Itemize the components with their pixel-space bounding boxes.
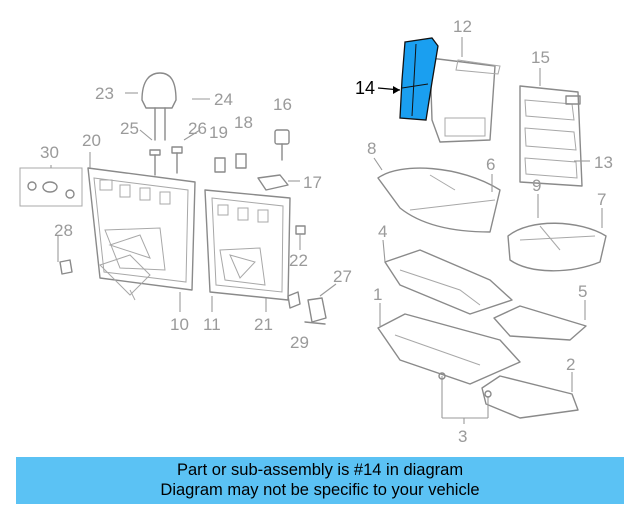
callout-7: 7: [597, 190, 606, 209]
seat-frame-5-part: [493, 305, 587, 341]
callout-11: 11: [203, 315, 221, 334]
fastener-set-30-part: [19, 167, 83, 207]
clip-19-part: [214, 157, 226, 173]
bolt-25-part: [149, 149, 161, 176]
callout-21: 21: [254, 315, 273, 334]
parts-diagram: 1 2 3 4 5 6 7 8 9 10 11 12 13 14 15 16 1…: [19, 17, 613, 446]
seatback-frame-right-part: [204, 189, 291, 301]
callout-10: 10: [170, 315, 189, 334]
bracket-17-part: [257, 174, 289, 191]
callout-13: 13: [594, 153, 613, 172]
callout-30: 30: [40, 143, 59, 162]
callout-27: 27: [333, 267, 352, 286]
seat-frame-1-part: [377, 313, 521, 385]
callout-17: 17: [303, 173, 322, 192]
callout-1: 1: [373, 285, 382, 304]
callout-2: 2: [566, 355, 575, 374]
callout-25: 25: [120, 119, 139, 138]
seatback-frame-12-part: [429, 57, 501, 143]
seat-frame-4-part: [384, 249, 513, 315]
callout-3: 3: [458, 427, 467, 446]
callout-20: 20: [82, 131, 101, 150]
callout-12: 12: [453, 17, 472, 36]
callout-23: 23: [95, 84, 114, 103]
callout-26: 26: [188, 119, 207, 138]
cover-18-part: [235, 153, 247, 169]
callout-5: 5: [578, 282, 587, 301]
banner-line-2: Diagram may not be specific to your vehi…: [160, 481, 480, 499]
seatback-cushion-15-part: [519, 85, 583, 187]
callout-22: 22: [289, 251, 308, 270]
headrest-part: [141, 72, 177, 141]
seat-cushion-9-7-part: [507, 222, 607, 272]
clip-28-part: [59, 259, 73, 275]
callout-18: 18: [234, 113, 253, 132]
clip-22-part: [295, 225, 306, 235]
seatback-frame-left-part: [87, 167, 196, 301]
callout-28: 28: [54, 221, 73, 240]
callout-6: 6: [486, 155, 495, 174]
bolt-26-part: [171, 146, 183, 174]
seat-frame-2-part: [481, 375, 579, 419]
callout-15: 15: [531, 48, 550, 67]
callout-14-highlighted: 14: [355, 78, 375, 98]
callout-24: 24: [214, 90, 233, 109]
info-banner: Part or sub-assembly is #14 in diagram D…: [16, 457, 624, 504]
callout-3-bracket: [438, 372, 492, 424]
callout-16: 16: [273, 95, 292, 114]
callout-9: 9: [532, 176, 541, 195]
callout-19: 19: [209, 123, 228, 142]
banner-line-1: Part or sub-assembly is #14 in diagram: [176, 461, 464, 479]
bracket-27-29-part: [287, 291, 327, 325]
callout-29: 29: [290, 333, 309, 352]
callout-4: 4: [378, 222, 387, 241]
seatback-pad-14-highlighted-part: [399, 37, 439, 121]
callout-8: 8: [367, 139, 376, 158]
seat-cushion-8-6-part: [377, 167, 501, 233]
latch-16-part: [274, 129, 290, 161]
